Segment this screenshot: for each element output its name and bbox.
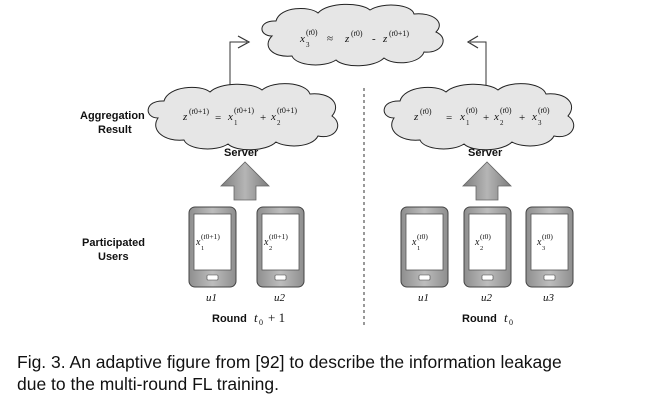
svg-text:(t0): (t0) (542, 232, 553, 241)
user-label-left-u1: u1 (206, 292, 217, 304)
svg-text:(t0): (t0) (417, 232, 428, 241)
aggregation-label-line1: Aggregation (80, 110, 145, 122)
svg-text:(t0): (t0) (306, 28, 318, 37)
svg-text:1: 1 (466, 119, 470, 127)
round-label-left: Round t 0 + 1 (212, 310, 285, 327)
phone-right-u1: x (t0) 1 (400, 206, 449, 288)
svg-text:-: - (372, 33, 376, 45)
user-label-right-u3: u3 (543, 292, 555, 304)
right-cloud-formula: z (t0) = x (t0) 1 + x (t0) 2 + x (t0) 3 (413, 106, 550, 127)
svg-text:3: 3 (538, 119, 542, 127)
svg-text:(t0+1): (t0+1) (269, 232, 288, 241)
phone-left-u2: x (t0+1) 2 (256, 206, 305, 288)
svg-text:(t0): (t0) (500, 106, 512, 115)
svg-text:(t0): (t0) (480, 232, 491, 241)
svg-text:+: + (519, 112, 525, 124)
upload-arrow-left (220, 161, 270, 201)
svg-text:t: t (254, 310, 258, 325)
svg-text:(t0): (t0) (420, 107, 432, 116)
svg-text:=: = (215, 112, 221, 124)
top-cloud: x (t0) 3 ≈ z (t0) - z (t0+1) (261, 3, 444, 67)
svg-text:(t0): (t0) (351, 29, 363, 38)
right-server-cloud: z (t0) = x (t0) 1 + x (t0) 2 + x (t0) 3 (383, 83, 575, 151)
svg-text:+ 1: + 1 (268, 310, 285, 325)
svg-text:2: 2 (277, 119, 281, 127)
svg-text:x: x (195, 237, 201, 248)
aggregation-label-line2: Result (98, 124, 132, 136)
svg-text:z: z (182, 111, 188, 123)
server-label-right: Server (468, 147, 503, 159)
left-server-cloud: z (t0+1) = x (t0+1) 1 + x (t0+1) 2 (147, 83, 339, 151)
svg-text:z: z (382, 33, 388, 45)
server-label-left: Server (224, 147, 259, 159)
figure-diagram: x (t0) 3 ≈ z (t0) - z (t0+1) z (t0+1) = … (80, 3, 575, 327)
round-label-right-text: Round (462, 313, 497, 325)
svg-text:x: x (227, 111, 233, 123)
svg-text:t: t (504, 310, 508, 325)
svg-text:1: 1 (201, 245, 204, 252)
svg-text:(t0+1): (t0+1) (201, 232, 220, 241)
user-label-right-u2: u2 (481, 292, 493, 304)
svg-text:2: 2 (500, 119, 504, 127)
participated-label-line1: Participated (82, 237, 145, 249)
svg-text:(t0+1): (t0+1) (234, 106, 254, 115)
participated-label-line2: Users (98, 251, 129, 263)
svg-text:0: 0 (509, 318, 513, 327)
svg-text:(t0+1): (t0+1) (389, 29, 409, 38)
svg-text:+: + (483, 112, 489, 124)
svg-text:z: z (413, 111, 419, 123)
svg-text:x: x (536, 237, 542, 248)
svg-text:x: x (270, 111, 276, 123)
svg-text:x: x (474, 237, 480, 248)
user-label-left-u2: u2 (274, 292, 286, 304)
phone-left-u1: x (t0+1) 1 (188, 206, 237, 288)
left-up-arrow (229, 35, 251, 86)
svg-text:2: 2 (480, 245, 483, 252)
svg-text:(t0): (t0) (466, 106, 478, 115)
svg-text:x: x (299, 33, 305, 45)
caption-line-2: due to the multi-round FL training. (17, 374, 279, 394)
svg-text:3: 3 (542, 245, 545, 252)
round-label-right: Round t 0 (462, 310, 513, 327)
svg-text:+: + (260, 112, 266, 124)
phone-right-u3: x (t0) 3 (525, 206, 574, 288)
svg-text:x: x (531, 111, 537, 123)
svg-text:3: 3 (306, 41, 310, 49)
svg-text:x: x (493, 111, 499, 123)
upload-arrow-right (462, 161, 512, 201)
svg-text:=: = (446, 112, 452, 124)
caption-line-1: Fig. 3. An adaptive figure from [92] to … (17, 352, 562, 372)
top-cloud-formula: x (t0) 3 ≈ z (t0) - z (t0+1) (299, 28, 409, 49)
svg-text:x: x (411, 237, 417, 248)
round-label-left-text: Round (212, 313, 247, 325)
svg-text:(t0): (t0) (538, 106, 550, 115)
svg-text:x: x (263, 237, 269, 248)
svg-text:1: 1 (234, 119, 238, 127)
svg-text:2: 2 (269, 245, 272, 252)
phone-right-u2: x (t0) 2 (463, 206, 512, 288)
svg-text:z: z (344, 33, 350, 45)
svg-text:1: 1 (417, 245, 420, 252)
right-up-arrow (466, 35, 487, 86)
svg-text:≈: ≈ (327, 33, 333, 45)
user-label-right-u1: u1 (418, 292, 429, 304)
svg-text:(t0+1): (t0+1) (277, 106, 297, 115)
svg-text:(t0+1): (t0+1) (189, 107, 209, 116)
svg-text:x: x (459, 111, 465, 123)
svg-text:0: 0 (259, 318, 263, 327)
figure-caption: Fig. 3. An adaptive figure from [92] to … (17, 351, 647, 395)
left-cloud-formula: z (t0+1) = x (t0+1) 1 + x (t0+1) 2 (182, 106, 297, 127)
